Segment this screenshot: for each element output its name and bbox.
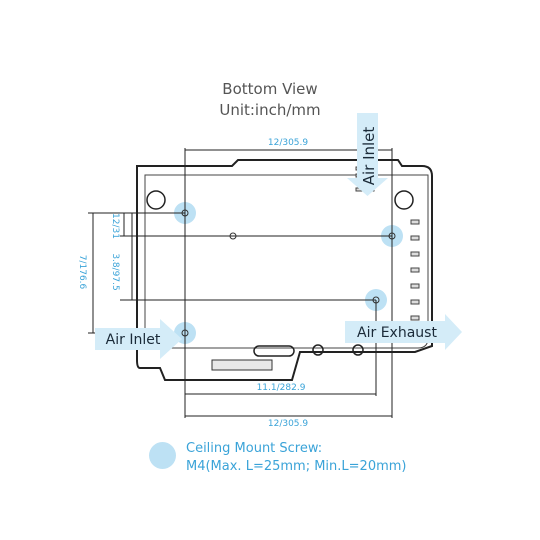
dim-left-mid: 3.8/97.5 (110, 253, 120, 290)
dim-top-width: 12/305.9 (268, 138, 309, 148)
bottom-latch (253, 345, 295, 357)
dim-bottom-inner: 11.1/282.9 (257, 383, 306, 393)
dim-left-small: 12/31 (110, 213, 120, 239)
screw-legend-swatch (149, 442, 176, 469)
diagram-title: Bottom View (222, 80, 318, 98)
air-inlet-left-arrow: Air Inlet (95, 319, 182, 359)
foot-top-left (146, 190, 166, 210)
dim-bottom-width: 12/305.9 (268, 419, 309, 429)
right-vent-slots (410, 219, 420, 321)
bottom-vent (211, 359, 273, 371)
air-exhaust-arrow: Air Exhaust (345, 314, 462, 350)
air-inlet-top-arrow: Air Inlet (347, 113, 388, 196)
air-exhaust-label: Air Exhaust (357, 325, 437, 341)
legend-spec: M4(Max. L=25mm; Min.L=20mm) (186, 459, 407, 474)
foot-bottom (312, 344, 324, 356)
air-inlet-top-label: Air Inlet (360, 127, 378, 186)
dimension-lines (88, 148, 393, 418)
unit-label: Unit:inch/mm (219, 101, 321, 119)
legend-title: Ceiling Mount Screw: (186, 441, 323, 456)
projector-body-outline (136, 159, 433, 381)
dim-left-total: 7/176.6 (77, 255, 87, 290)
foot-top-right (394, 190, 414, 210)
air-inlet-left-label: Air Inlet (106, 332, 161, 348)
foot-bottom-right (352, 344, 364, 356)
